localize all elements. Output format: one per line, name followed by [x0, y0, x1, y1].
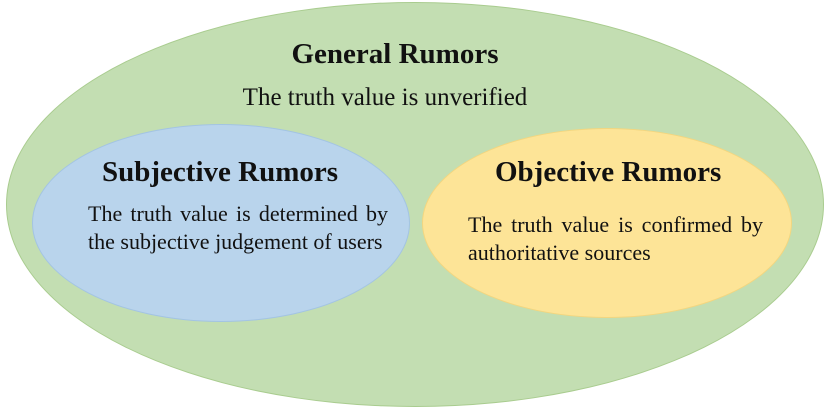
general-rumors-description: The truth value is unverified — [242, 84, 528, 111]
subjective-rumors-description: The truth value is determined by the sub… — [88, 201, 388, 254]
general-rumors-title: General Rumors — [291, 38, 499, 70]
subjective-rumors-ellipse — [32, 124, 410, 322]
objective-rumors-description: The truth value is confirmed by authorit… — [468, 212, 763, 265]
subjective-rumors-title: Subjective Rumors — [102, 156, 339, 188]
objective-rumors-ellipse — [422, 128, 792, 318]
objective-rumors-title: Objective Rumors — [495, 156, 722, 188]
